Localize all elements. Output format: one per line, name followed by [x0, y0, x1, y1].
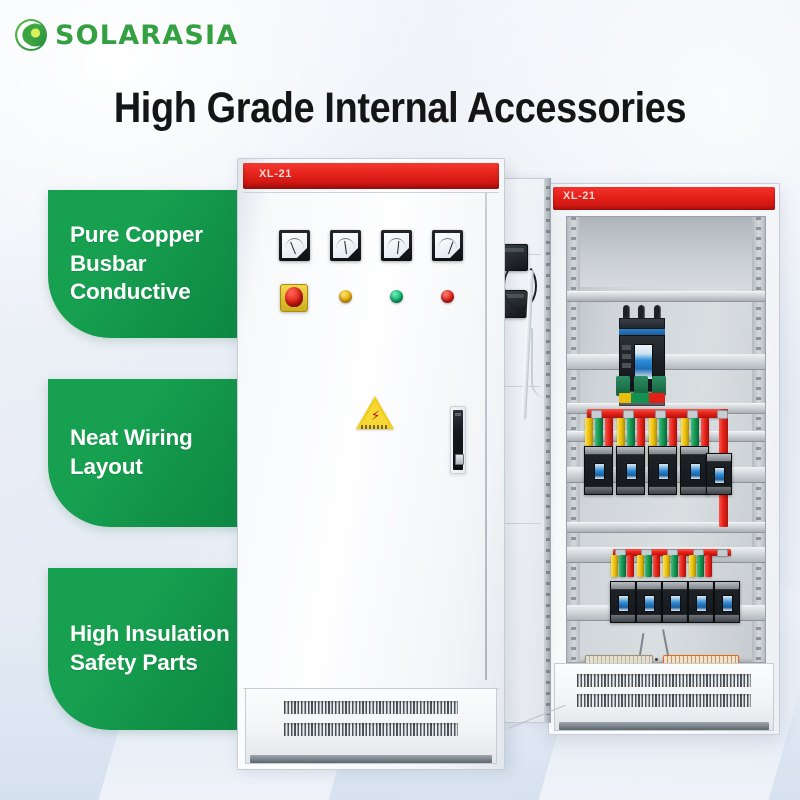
branch-breaker[interactable]	[616, 446, 645, 495]
open-cabinet: XL-21	[548, 183, 780, 735]
main-breaker-top-cap	[619, 318, 665, 329]
main-breaker-lugs	[619, 303, 665, 318]
emergency-stop-button[interactable]	[280, 284, 308, 312]
main-breaker-blue-strip	[619, 329, 665, 335]
branch-breaker[interactable]	[636, 581, 662, 623]
branch-breaker[interactable]	[714, 581, 740, 623]
vent-louver-row-2	[284, 723, 458, 736]
upper-distribution-assembly	[581, 409, 751, 527]
panel-seam-top	[243, 192, 499, 193]
branch-breaker[interactable]	[706, 453, 732, 495]
open-cabinet-base-bar	[559, 722, 769, 730]
solarasia-swirl-logo-icon	[14, 18, 48, 52]
feature-card-neat-wiring-layout: Neat Wiring Layout	[48, 379, 245, 527]
door-hinge-cable	[531, 328, 551, 398]
feature-card-pure-copper-busbar: Pure Copper Busbar Conductive	[48, 190, 245, 338]
front-cabinet-base-bar	[250, 755, 492, 763]
indicator-lamp-green[interactable]	[390, 290, 403, 303]
branch-breaker[interactable]	[584, 446, 613, 495]
main-breaker-phase-links	[619, 393, 665, 403]
loose-wire-a	[639, 633, 645, 656]
brand-name: SOLARASIA	[55, 19, 239, 51]
loose-wire-b	[662, 629, 669, 656]
open-cabinet-interior	[566, 216, 766, 666]
vent-louver-row-2	[577, 694, 751, 707]
feature-label: Pure Copper Busbar Conductive	[70, 221, 203, 305]
front-door-gap	[485, 192, 487, 680]
panel-meter-1[interactable]	[279, 230, 310, 261]
front-cabinet-model-band: XL-21	[243, 163, 499, 189]
panel-meter-2[interactable]	[330, 230, 361, 261]
open-cabinet-plinth	[554, 663, 774, 731]
door-handle-lock-icon[interactable]	[450, 406, 466, 474]
feature-label: Neat Wiring Layout	[70, 425, 193, 479]
branch-breaker[interactable]	[610, 581, 636, 623]
open-cabinet-model-band: XL-21	[553, 187, 775, 210]
front-cabinet-model-label: XL-21	[259, 168, 292, 180]
brand-logo: SOLARASIA	[14, 18, 238, 52]
mounting-rail-1	[567, 291, 765, 302]
compartment-shelf-1	[567, 354, 765, 370]
page-title: High Grade Internal Accessories	[113, 84, 687, 132]
front-cabinet: XL-21 ⚡	[237, 158, 511, 772]
emergency-stop-knob-icon	[285, 287, 303, 307]
high-voltage-warning-icon: ⚡	[356, 396, 394, 430]
indicator-lamp-red[interactable]	[441, 290, 454, 303]
panel-meter-4[interactable]	[432, 230, 463, 261]
lower-distribution-assembly	[609, 549, 759, 629]
indicator-lamp-yellow[interactable]	[339, 290, 352, 303]
panel-meter-3[interactable]	[381, 230, 412, 261]
vent-louver-row-1	[284, 701, 458, 714]
mounting-rail-4	[567, 522, 765, 533]
open-cabinet-model-label: XL-21	[563, 190, 596, 202]
panel-stud	[655, 658, 658, 661]
vent-louver-row-1	[577, 674, 751, 687]
feature-card-high-insulation-safety-parts: High Insulation Safety Parts	[48, 568, 245, 730]
front-cabinet-plinth	[245, 688, 497, 764]
branch-breaker[interactable]	[680, 446, 709, 495]
feature-label: High Insulation Safety Parts	[70, 621, 230, 675]
interior-back-panel	[567, 217, 765, 287]
branch-breaker[interactable]	[688, 581, 714, 623]
main-breaker-outgoing-cables	[615, 374, 669, 396]
branch-breaker[interactable]	[648, 446, 677, 495]
branch-breaker[interactable]	[662, 581, 688, 623]
door-leaf-perforation-icon	[545, 186, 550, 715]
